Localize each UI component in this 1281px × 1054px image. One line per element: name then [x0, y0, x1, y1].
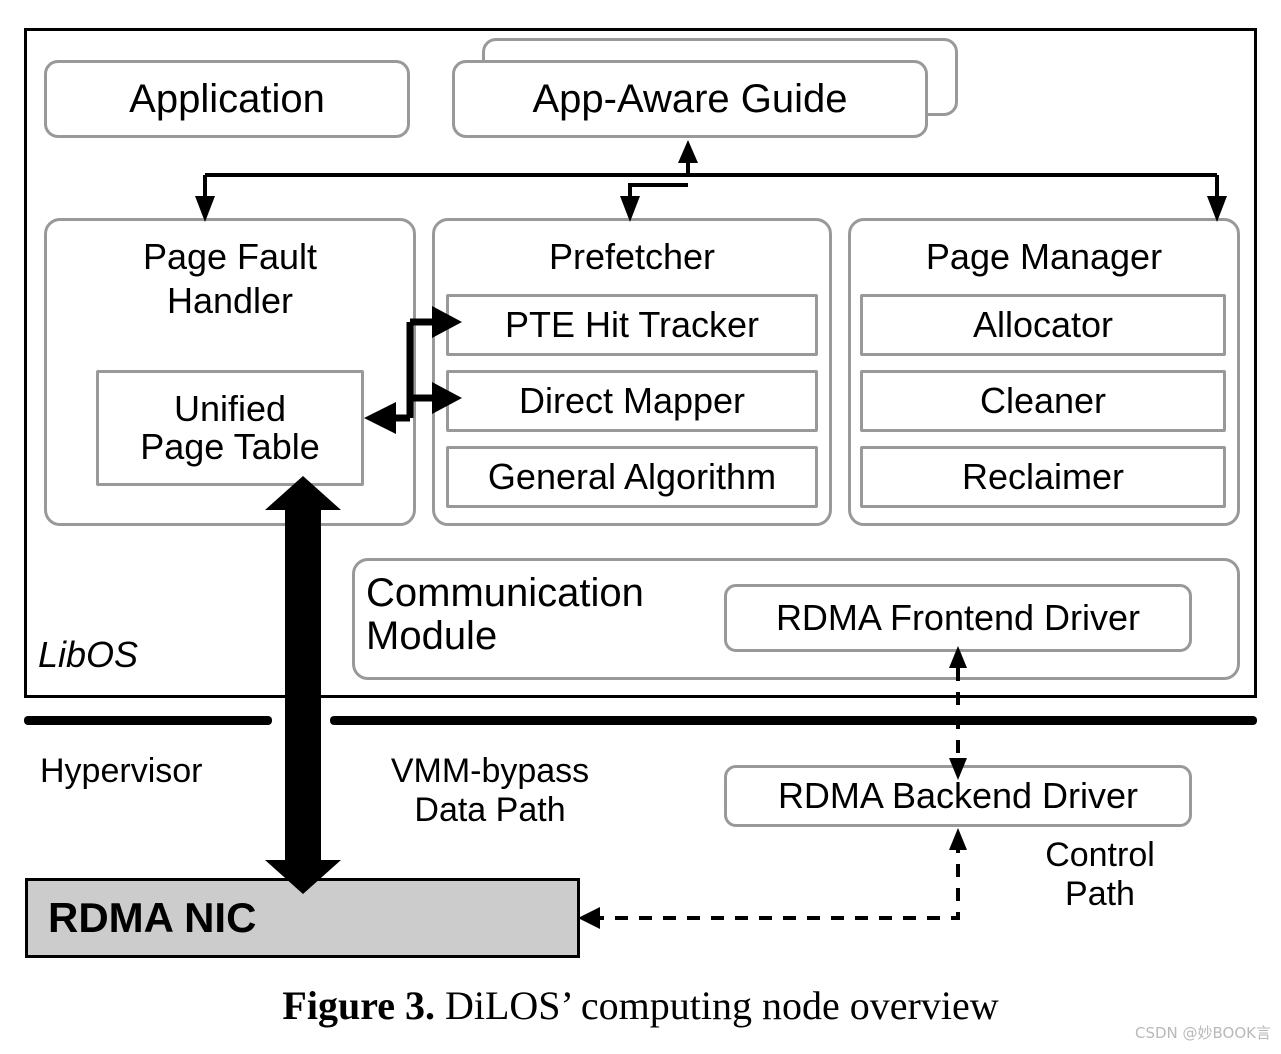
- hypervisor-label: Hypervisor: [40, 752, 300, 791]
- control-path-line1: Control: [1045, 836, 1155, 874]
- direct-mapper-box[interactable]: Direct Mapper: [446, 370, 818, 432]
- general-algorithm-label: General Algorithm: [487, 456, 777, 498]
- vmm-bypass-annotation: VMM-bypass Data Path: [340, 752, 640, 830]
- unified-page-table-box[interactable]: Unified Page Table: [96, 370, 364, 486]
- control-path-annotation: Control Path: [960, 836, 1240, 914]
- vmm-bypass-line1: VMM-bypass: [390, 752, 590, 790]
- allocator-label: Allocator: [972, 304, 1114, 346]
- rdma-nic-box[interactable]: RDMA NIC: [25, 878, 580, 958]
- rdma-nic-label: RDMA NIC: [48, 894, 257, 941]
- rdma-frontend-driver-box[interactable]: RDMA Frontend Driver: [724, 584, 1192, 652]
- rdma-backend-driver-label: RDMA Backend Driver: [777, 775, 1139, 817]
- rdma-backend-driver-box[interactable]: RDMA Backend Driver: [724, 765, 1192, 827]
- figure-caption: Figure 3. DiLOS’ computing node overview: [0, 982, 1281, 1029]
- vmm-bypass-line2: Data Path: [414, 790, 566, 829]
- rdma-frontend-driver-label: RDMA Frontend Driver: [775, 597, 1141, 639]
- figure-caption-text: DiLOS’ computing node overview: [444, 983, 999, 1028]
- control-path-line2: Path: [1065, 874, 1135, 913]
- cleaner-box[interactable]: Cleaner: [860, 370, 1226, 432]
- hypervisor-divider-left: [24, 716, 272, 725]
- pte-hit-tracker-label: PTE Hit Tracker: [504, 304, 760, 346]
- communication-module-title-line1: Communication: [366, 571, 644, 615]
- communication-module-title-line2: Module: [366, 614, 498, 659]
- figure-caption-prefix: Figure 3.: [282, 983, 435, 1028]
- app-aware-guide-box[interactable]: App-Aware Guide: [452, 60, 928, 138]
- unified-page-table-label-line1: Unified: [173, 388, 287, 430]
- app-aware-guide-label: App-Aware Guide: [532, 77, 848, 121]
- reclaimer-box[interactable]: Reclaimer: [860, 446, 1226, 508]
- allocator-box[interactable]: Allocator: [860, 294, 1226, 356]
- application-label: Application: [129, 77, 325, 121]
- unified-page-table-label-line2: Page Table: [140, 426, 320, 467]
- direct-mapper-label: Direct Mapper: [518, 380, 746, 422]
- libos-container: [24, 28, 1257, 698]
- watermark: CSDN @妙BOOK言: [1134, 1024, 1271, 1042]
- hypervisor-label-text: Hypervisor: [40, 752, 203, 790]
- pte-hit-tracker-box[interactable]: PTE Hit Tracker: [446, 294, 818, 356]
- hypervisor-divider-right: [330, 716, 1257, 725]
- prefetcher-title: Prefetcher: [548, 236, 716, 277]
- reclaimer-label: Reclaimer: [961, 456, 1125, 498]
- libos-label: LibOS: [38, 634, 139, 675]
- page-fault-handler-title-line1: Page Fault: [142, 236, 318, 277]
- general-algorithm-box[interactable]: General Algorithm: [446, 446, 818, 508]
- page-manager-title: Page Manager: [925, 236, 1163, 277]
- application-box[interactable]: Application: [44, 60, 410, 138]
- communication-module-title: Communication Module: [366, 571, 644, 659]
- cleaner-label: Cleaner: [979, 380, 1107, 422]
- page-fault-handler-title-line2: Handler: [166, 280, 294, 321]
